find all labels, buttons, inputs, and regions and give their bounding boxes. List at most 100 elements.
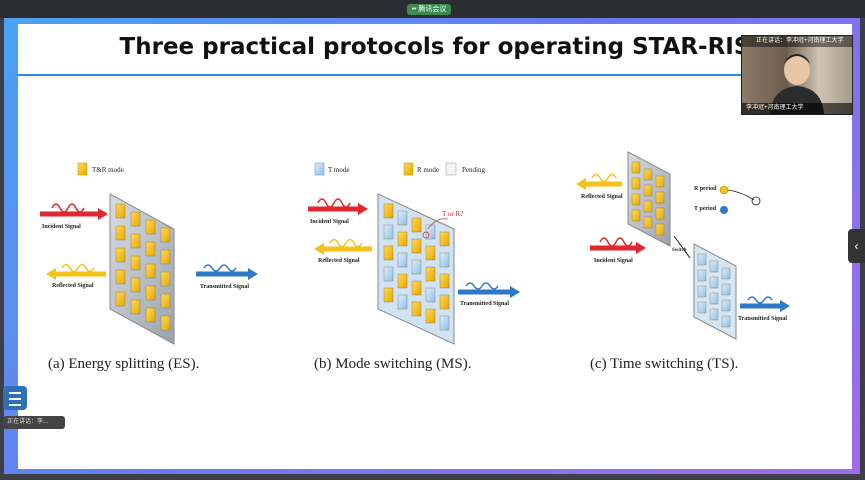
legend-r-cube — [403, 162, 414, 176]
ris-element — [411, 217, 422, 233]
side-panel-toggle[interactable]: ‹ — [848, 229, 865, 263]
speaker-name-bar: 李冲冠+河南理工大学 — [742, 103, 852, 114]
ris-element — [425, 245, 436, 261]
ris-element — [130, 277, 141, 293]
ris-element — [439, 273, 450, 289]
switch-label: Switch — [672, 248, 687, 253]
ris-element — [631, 177, 641, 190]
ris-element — [439, 231, 450, 247]
ris-element — [411, 301, 422, 317]
ris-element — [425, 266, 436, 282]
ris-element — [631, 193, 641, 206]
ris-element — [115, 247, 126, 263]
r-period-label: R period — [694, 186, 717, 192]
protocol-figures — [40, 151, 790, 345]
reflected-label-c: Reflected Signal — [581, 194, 623, 200]
caption-es: (a) Energy splitting (ES). — [48, 356, 200, 372]
question-pointer — [427, 218, 449, 230]
t-or-r-label: T or R? — [442, 210, 464, 218]
ris-element — [655, 223, 665, 236]
ris-element — [397, 273, 408, 289]
panel-b — [377, 193, 455, 345]
speaker-video-tile[interactable]: 正在讲话：李冲冠+河南理工大学 李冲冠+河南理工大学 — [741, 35, 853, 115]
ris-element — [160, 249, 171, 265]
ris-element — [145, 263, 156, 279]
ris-element — [439, 252, 450, 268]
ris-element — [383, 224, 394, 240]
ris-element — [425, 287, 436, 303]
ris-element — [655, 207, 665, 220]
ris-element — [643, 200, 653, 213]
ris-element — [115, 291, 126, 307]
figure-b-mode-switching — [308, 162, 520, 345]
ris-element — [130, 211, 141, 227]
incident-label-a: Incident Signal — [42, 224, 81, 230]
ris-element — [643, 184, 653, 197]
ris-element — [397, 231, 408, 247]
speaking-status: 正在讲话：李... — [3, 416, 65, 429]
ris-element — [631, 209, 641, 222]
ris-element — [115, 225, 126, 241]
ris-element — [160, 227, 171, 243]
ris-element — [160, 271, 171, 287]
caption-ts: (c) Time switching (TS). — [590, 356, 739, 372]
reflected-label-b: Reflected Signal — [318, 258, 360, 264]
figure-c-time-switching — [576, 151, 790, 340]
ris-element — [145, 241, 156, 257]
ris-element — [397, 294, 408, 310]
ris-element — [709, 308, 719, 321]
ris-element — [115, 203, 126, 219]
ris-element — [655, 191, 665, 204]
ris-element — [709, 292, 719, 305]
legend-t-label: T mode — [328, 166, 350, 174]
ris-element — [721, 267, 731, 280]
panel-a — [109, 193, 175, 345]
ris-element — [697, 301, 707, 314]
ris-element — [397, 252, 408, 268]
ris-element — [160, 315, 171, 331]
t-period-label: T period — [694, 206, 717, 212]
ris-element — [383, 245, 394, 261]
ris-element — [643, 168, 653, 181]
ris-element — [721, 315, 731, 328]
ris-element — [160, 293, 171, 309]
ris-element — [697, 285, 707, 298]
legend-tr-cube — [77, 162, 88, 176]
panel-c-top — [627, 151, 671, 247]
legend-pending-cube — [445, 162, 457, 176]
presentation-slide: Three practical protocols for operating … — [18, 24, 852, 469]
reflected-label-a: Reflected Signal — [52, 283, 94, 289]
legend-tr-label: T&R mode — [92, 166, 124, 174]
ris-element — [697, 269, 707, 282]
transmitted-label-b: Transmitted Signal — [460, 301, 510, 307]
ris-element — [383, 203, 394, 219]
ris-element — [145, 285, 156, 301]
legend-pending-label: Pending — [462, 166, 485, 174]
incident-label-b: Incident Signal — [310, 219, 349, 225]
period-switch-lever — [727, 189, 755, 201]
ris-element — [655, 175, 665, 188]
ris-element — [130, 233, 141, 249]
ris-element — [709, 260, 719, 273]
ris-element — [411, 238, 422, 254]
caption-ms: (b) Mode switching (MS). — [314, 356, 472, 372]
ris-element — [130, 255, 141, 271]
ris-element — [145, 219, 156, 235]
r-period-dot — [719, 185, 729, 195]
ris-element — [631, 161, 641, 174]
slide-title: Three practical protocols for operating … — [119, 34, 751, 60]
transmitted-label-a: Transmitted Signal — [200, 284, 250, 290]
ris-element — [709, 276, 719, 289]
ris-element — [115, 269, 126, 285]
ris-element — [721, 283, 731, 296]
member-list-button[interactable] — [3, 386, 27, 410]
speaking-indicator: 正在讲话：李冲冠+河南理工大学 — [742, 36, 852, 47]
ris-element — [411, 280, 422, 296]
ris-element — [697, 253, 707, 266]
meeting-indicator[interactable]: •• 腾讯会议 — [407, 4, 451, 15]
incident-label-c: Incident Signal — [594, 258, 633, 264]
ris-element — [643, 216, 653, 229]
ris-element — [425, 308, 436, 324]
transmitted-label-c: Transmitted Signal — [738, 316, 788, 322]
ris-element — [130, 299, 141, 315]
